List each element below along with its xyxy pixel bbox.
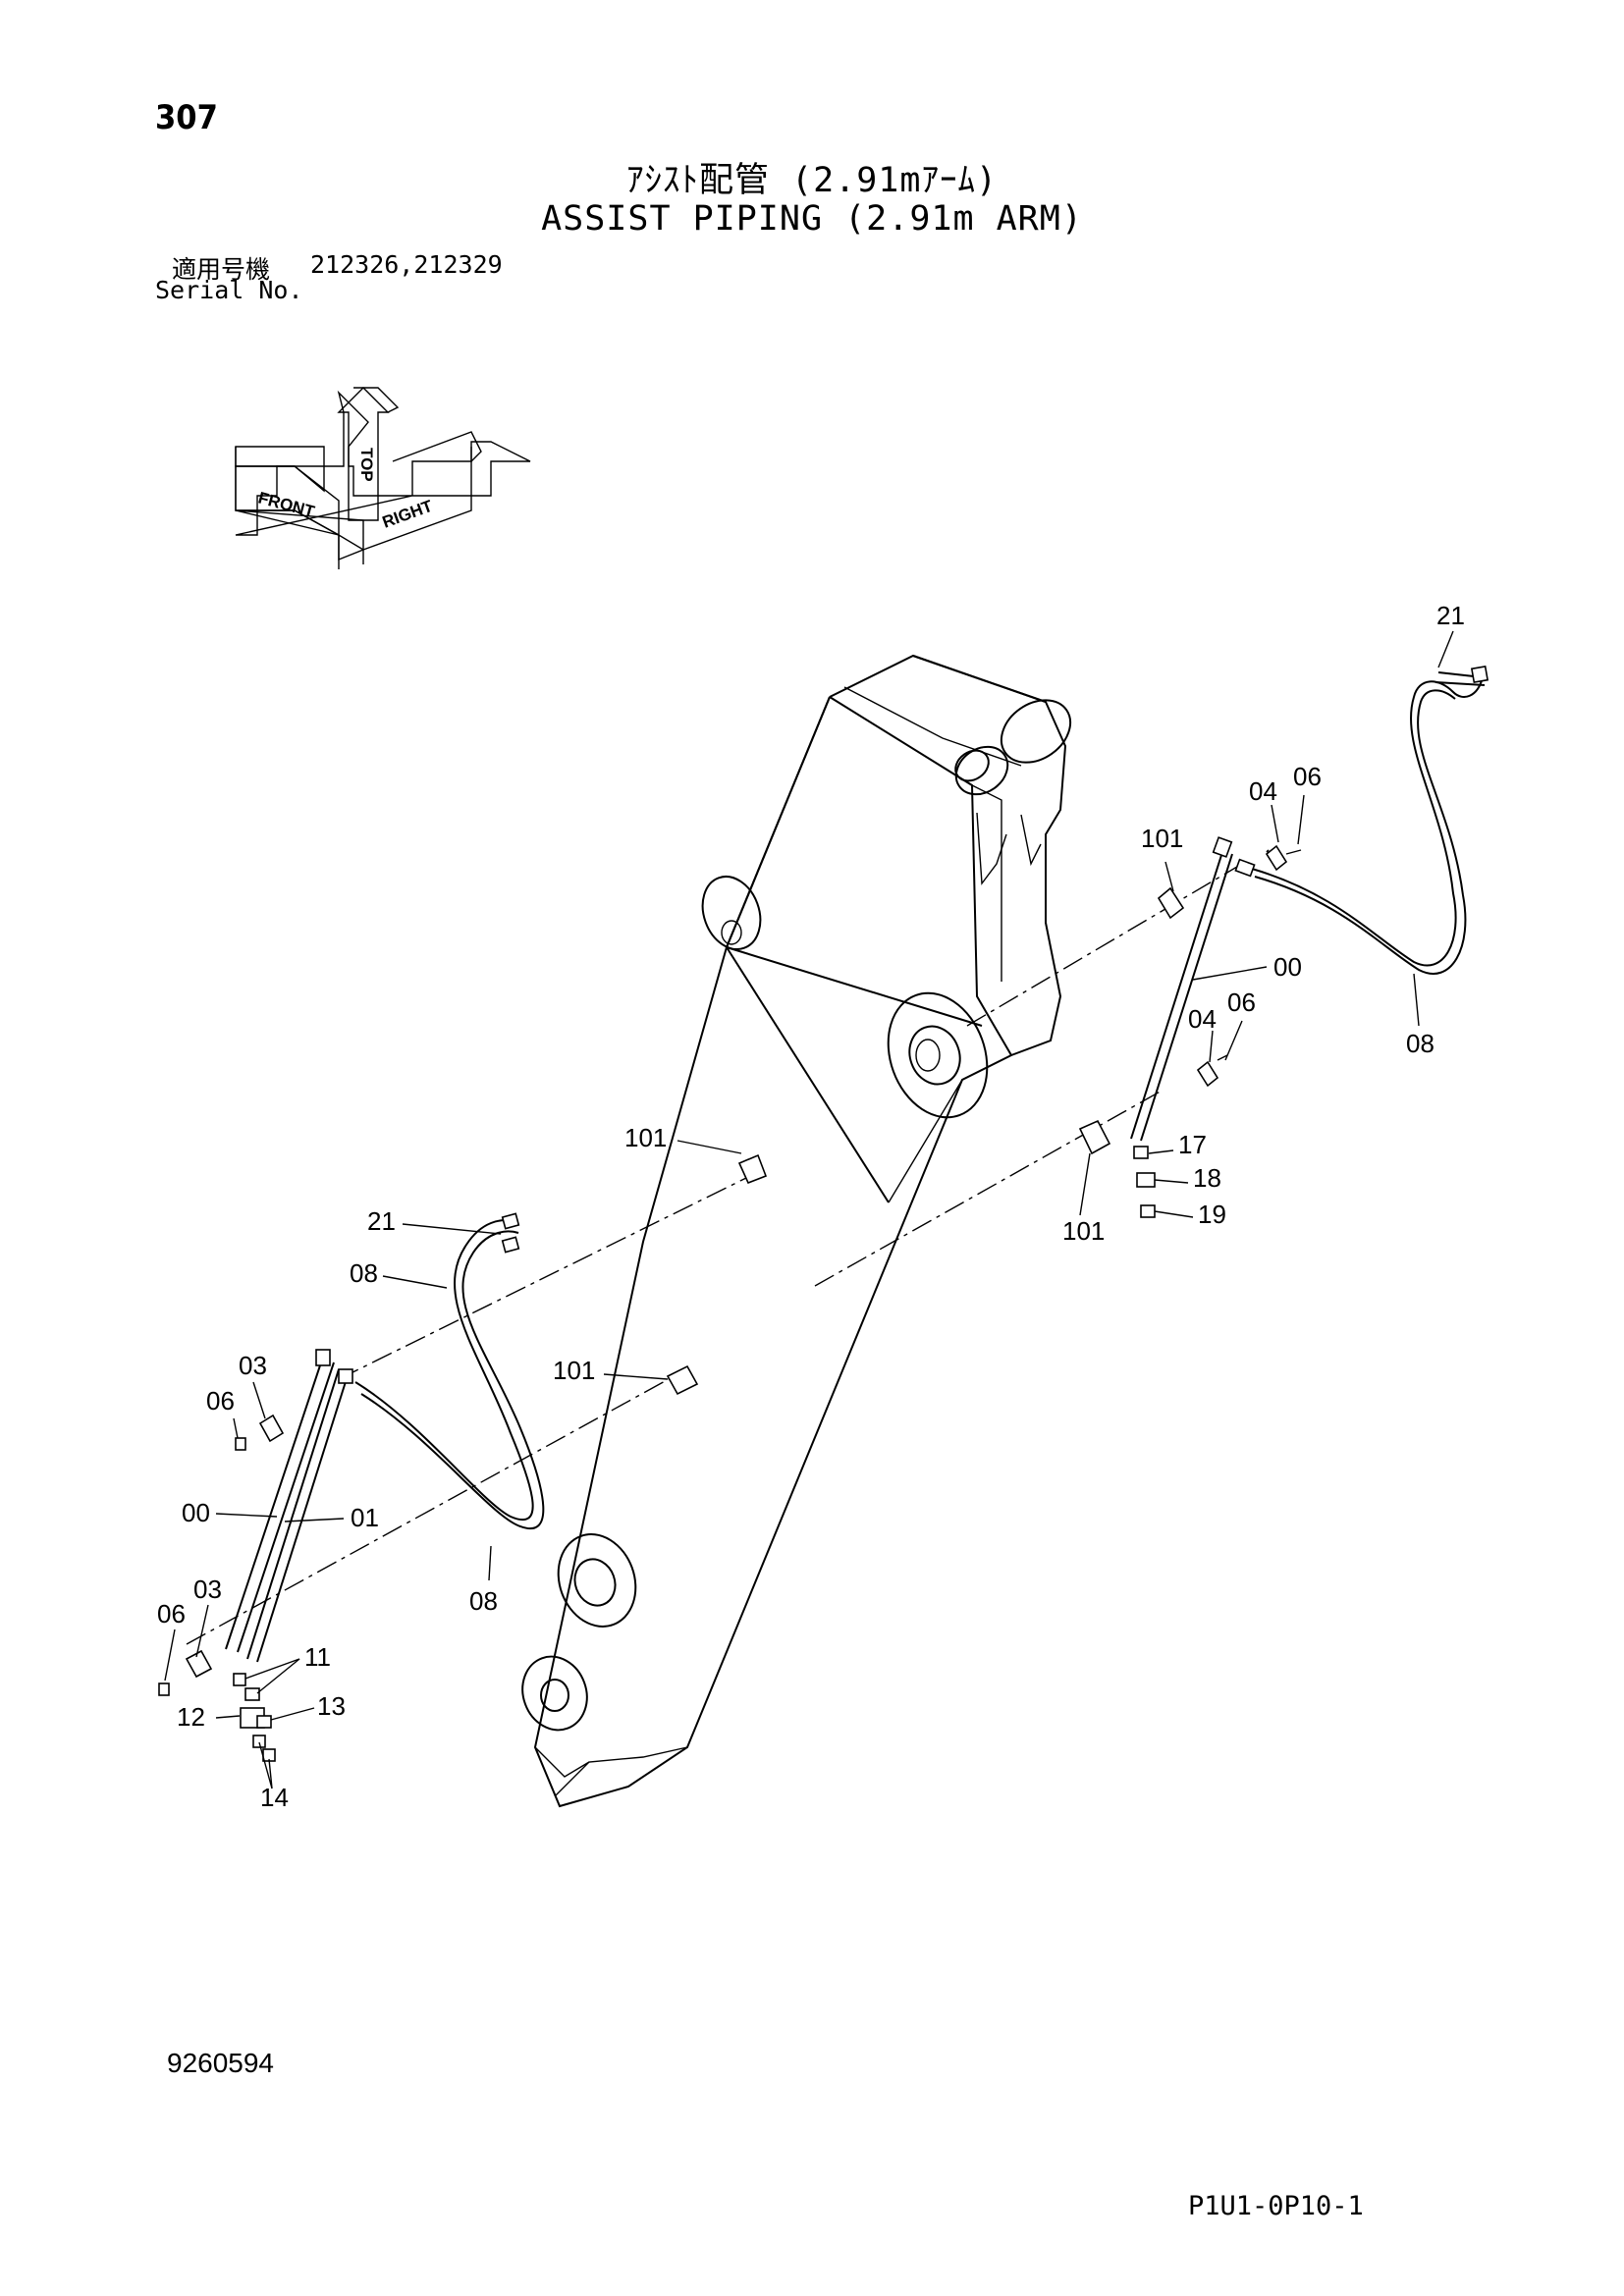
callout-labels: 21 04 06 101 00 04 06 08 101 17 18 19 10… <box>157 601 1465 1812</box>
callout-06-c: 06 <box>206 1386 235 1415</box>
callout-08-right: 08 <box>1406 1029 1435 1058</box>
orientation-front-label: FRONT <box>256 489 317 522</box>
callout-12: 12 <box>177 1702 205 1732</box>
right-hose-assembly <box>1078 665 1489 1218</box>
callout-14: 14 <box>260 1783 289 1812</box>
left-hose-assembly <box>158 849 1270 1762</box>
leader-lines <box>164 630 1454 1789</box>
callout-08-left-bottom: 08 <box>469 1586 498 1616</box>
callout-17: 17 <box>1178 1130 1207 1159</box>
callout-101-c: 101 <box>1062 1216 1105 1246</box>
callout-21-left: 21 <box>367 1206 396 1236</box>
callout-11: 11 <box>304 1642 331 1672</box>
callout-18: 18 <box>1193 1163 1221 1193</box>
alignment-lines <box>186 863 1243 1645</box>
orientation-indicator: TOP FRONT RIGHT <box>235 387 531 569</box>
title-english: ASSIST PIPING (2.91m ARM) <box>541 199 1083 239</box>
callout-13: 13 <box>317 1691 346 1721</box>
callout-04-a: 04 <box>1249 776 1277 806</box>
callout-04-b: 04 <box>1188 1004 1217 1034</box>
drawing-number: 9260594 <box>167 2048 275 2078</box>
callout-101-b: 101 <box>624 1123 667 1152</box>
callout-06-a: 06 <box>1293 762 1322 791</box>
serial-numbers: 212326,212329 <box>310 250 503 279</box>
page-number: 307 <box>155 98 218 137</box>
callout-21-top: 21 <box>1436 601 1465 630</box>
page-code: P1U1-0P10-1 <box>1188 2191 1364 2221</box>
callout-06-b: 06 <box>1227 988 1256 1017</box>
callout-00-left: 00 <box>182 1498 210 1527</box>
callout-00-right: 00 <box>1273 952 1302 982</box>
callout-01: 01 <box>351 1503 379 1532</box>
callout-03-a: 03 <box>239 1351 267 1380</box>
callout-03-b: 03 <box>193 1575 222 1604</box>
serial-label-japanese: 適用号機 <box>172 255 271 284</box>
orientation-top-label: TOP <box>357 448 376 482</box>
title-japanese: ｱｼｽﾄ配管 (2.91mｱｰﾑ) <box>625 161 999 200</box>
callout-101-d: 101 <box>553 1356 595 1385</box>
callout-06-d: 06 <box>157 1599 186 1629</box>
arm-body <box>521 654 1072 1808</box>
callout-19: 19 <box>1198 1200 1226 1229</box>
callout-101-a: 101 <box>1141 824 1183 853</box>
callout-08-left-top: 08 <box>350 1258 378 1288</box>
serial-label-english: Serial No. <box>155 276 303 304</box>
